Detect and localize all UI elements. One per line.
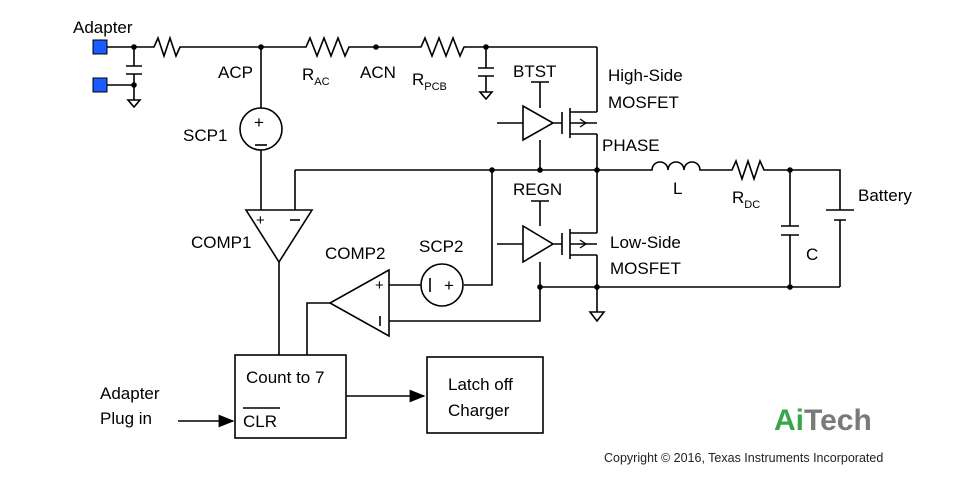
regn-rail (531, 200, 549, 226)
comp1-triangle (244, 209, 314, 264)
high-side-label-2: MOSFET (608, 93, 679, 112)
comp2-minus-wire (389, 287, 541, 322)
scp1-source (239, 107, 283, 151)
low-side-mosfet (561, 170, 598, 312)
logo-part-tech: Tech (804, 404, 872, 437)
scp2-wire-to-phase (464, 170, 493, 286)
comp2-label: COMP2 (325, 244, 385, 263)
high-side-body-diode-arrow (579, 118, 588, 128)
regn-label: REGN (513, 180, 562, 199)
junction-dot (787, 284, 793, 290)
r-dc-label: RDC (732, 188, 760, 211)
comp1-label: COMP1 (191, 233, 251, 252)
scp2-label: SCP2 (419, 237, 463, 256)
input-wires (107, 46, 150, 100)
acn-label: ACN (360, 63, 396, 82)
aitech-logo: AiTech (774, 404, 872, 437)
scp1-plus: + (254, 113, 264, 132)
comp2-triangle (328, 268, 390, 338)
latch-label-2: Charger (448, 401, 510, 420)
ground-symbol (588, 311, 606, 323)
comp1-plus: + (256, 212, 265, 229)
inductor-label: L (673, 179, 682, 198)
ground-symbol (126, 99, 142, 109)
btst-rail (531, 81, 549, 108)
high-side-mosfet (561, 47, 598, 170)
junction-dot (594, 284, 600, 290)
acn-node (373, 44, 379, 50)
low-side-label-2: MOSFET (610, 259, 681, 278)
phase-rail (294, 169, 648, 210)
adapter-label: Adapter (73, 18, 133, 37)
high-side-label-1: High-Side (608, 66, 683, 85)
battery-label: Battery (858, 186, 912, 205)
comp2-plus: + (375, 277, 384, 294)
input-capacitor (126, 65, 142, 75)
r-pcb-resistor (417, 35, 597, 59)
adapter-negative-terminal (92, 77, 108, 93)
scp2-source (420, 263, 464, 307)
acp-label: ACP (218, 63, 253, 82)
r-ac-resistor (300, 35, 417, 59)
pcb-capacitor (478, 47, 494, 92)
junction-dot (131, 44, 137, 50)
logo-part-ai: Ai (774, 404, 804, 437)
phase-label: PHASE (602, 136, 660, 155)
copyright-text: Copyright © 2016, Texas Instruments Inco… (604, 451, 883, 465)
adapter-positive-terminal (92, 39, 108, 55)
battery-symbol (826, 209, 854, 287)
low-side-label-1: Low-Side (610, 233, 681, 252)
adapter-plug-label-1: Adapter (100, 384, 160, 403)
btst-label: BTST (513, 62, 556, 81)
scp1-label: SCP1 (183, 126, 227, 145)
low-side-body-diode-arrow (579, 239, 588, 249)
comp2-output (306, 302, 330, 355)
count-to-7-label: Count to 7 (246, 368, 324, 387)
adapter-plug-label-2: Plug in (100, 409, 152, 428)
scp2-plus: + (444, 276, 454, 295)
r-ac-label: RAC (302, 65, 330, 88)
output-capacitor (781, 170, 799, 287)
junction-dot (131, 82, 137, 88)
junction-dot (537, 167, 543, 173)
input-resistor (150, 35, 300, 59)
r-dc-resistor (728, 158, 841, 210)
latch-off-block (426, 356, 544, 434)
low-side-driver (497, 224, 562, 264)
inductor (648, 161, 728, 171)
latch-label-1: Latch off (448, 375, 513, 394)
high-side-driver (497, 104, 562, 142)
clr-label: CLR (243, 412, 277, 431)
r-pcb-label: RPCB (412, 70, 447, 93)
capacitor-label: C (806, 245, 818, 264)
ground-symbol (478, 91, 494, 101)
